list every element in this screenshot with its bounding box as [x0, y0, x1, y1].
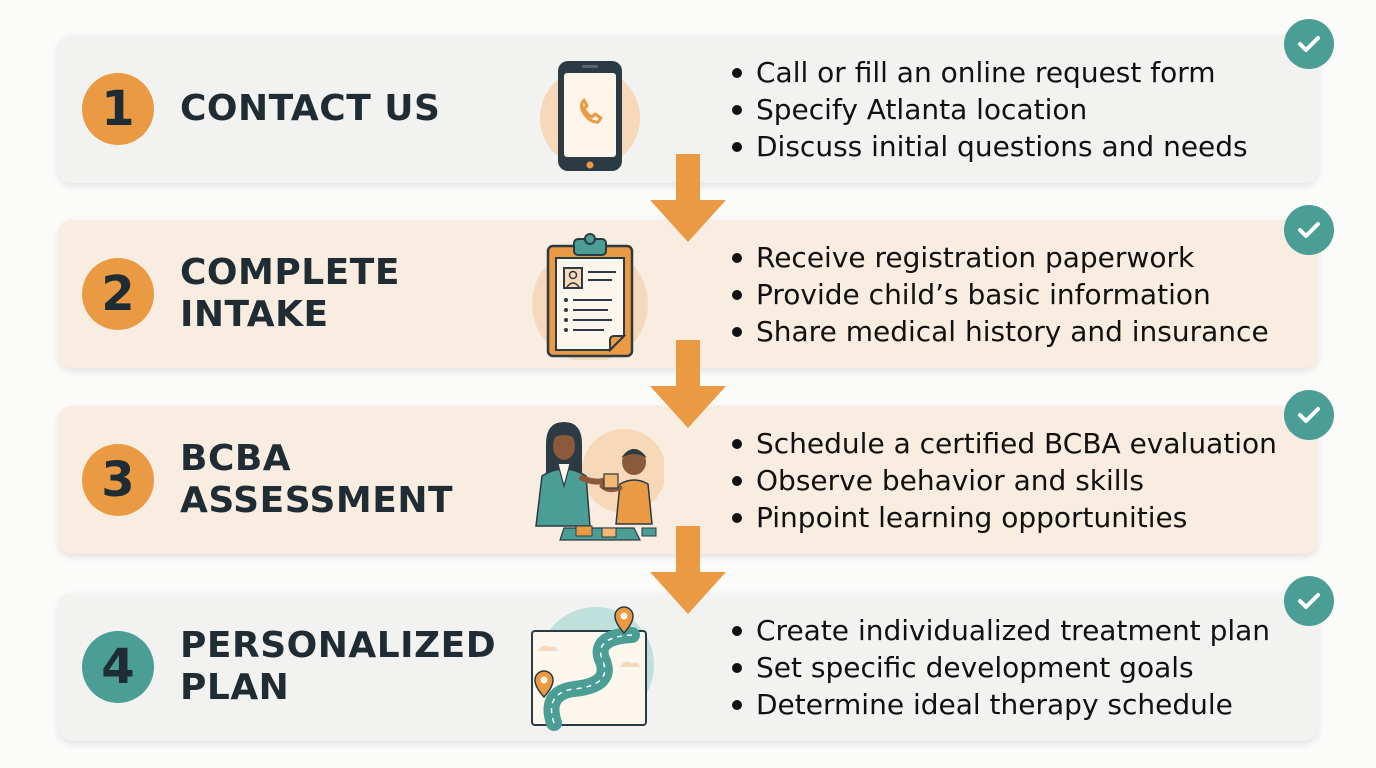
bullet-item: Pinpoint learning opportunities: [730, 499, 1277, 536]
step-number-badge: 1: [82, 73, 154, 145]
down-arrow-icon: [650, 526, 726, 614]
bullet-item: Observe behavior and skills: [730, 462, 1277, 499]
bullet-item: Create individualized treatment plan: [730, 612, 1270, 649]
bullet-item: Call or fill an online request form: [730, 54, 1248, 91]
step-card-4: 4 PERSONALIZED PLAN Create individualize…: [58, 593, 1318, 741]
bullet-item: Specify Atlanta location: [730, 91, 1248, 128]
bullet-item: Schedule a certified BCBA evaluation: [730, 425, 1277, 462]
check-icon: [1284, 390, 1334, 440]
bullet-item: Discuss initial questions and needs: [730, 128, 1248, 165]
clipboard-icon: [532, 233, 648, 360]
step-title: PERSONALIZED PLAN: [180, 625, 497, 708]
bullet-item: Set specific development goals: [730, 649, 1270, 686]
step-bullets: Receive registration paperwork Provide c…: [730, 220, 1269, 368]
bullet-item: Receive registration paperwork: [730, 239, 1269, 276]
down-arrow-icon: [650, 154, 726, 242]
step-number-badge: 2: [82, 258, 154, 330]
bullet-item: Share medical history and insurance: [730, 313, 1269, 350]
check-icon: [1284, 205, 1334, 255]
phone-icon: [540, 61, 640, 171]
step-card-1: 1 CONTACT US Call or fill an online requ…: [58, 35, 1318, 183]
step-number-badge: 3: [82, 444, 154, 516]
roadmap-icon: [531, 606, 654, 731]
step-number-badge: 4: [82, 631, 154, 703]
bullet-item: Determine ideal therapy schedule: [730, 686, 1270, 723]
step-title: COMPLETE INTAKE: [180, 252, 400, 335]
step-title: CONTACT US: [180, 88, 441, 129]
bullet-item: Provide child’s basic information: [730, 276, 1269, 313]
step-bullets: Call or fill an online request form Spec…: [730, 35, 1248, 183]
down-arrow-icon: [650, 340, 726, 428]
step-bullets: Create individualized treatment plan Set…: [730, 593, 1270, 741]
check-icon: [1284, 19, 1334, 69]
step-title: BCBA ASSESSMENT: [180, 438, 454, 521]
step-bullets: Schedule a certified BCBA evaluation Obs…: [730, 406, 1277, 554]
check-icon: [1284, 576, 1334, 626]
assessment-illustration: [535, 422, 664, 541]
